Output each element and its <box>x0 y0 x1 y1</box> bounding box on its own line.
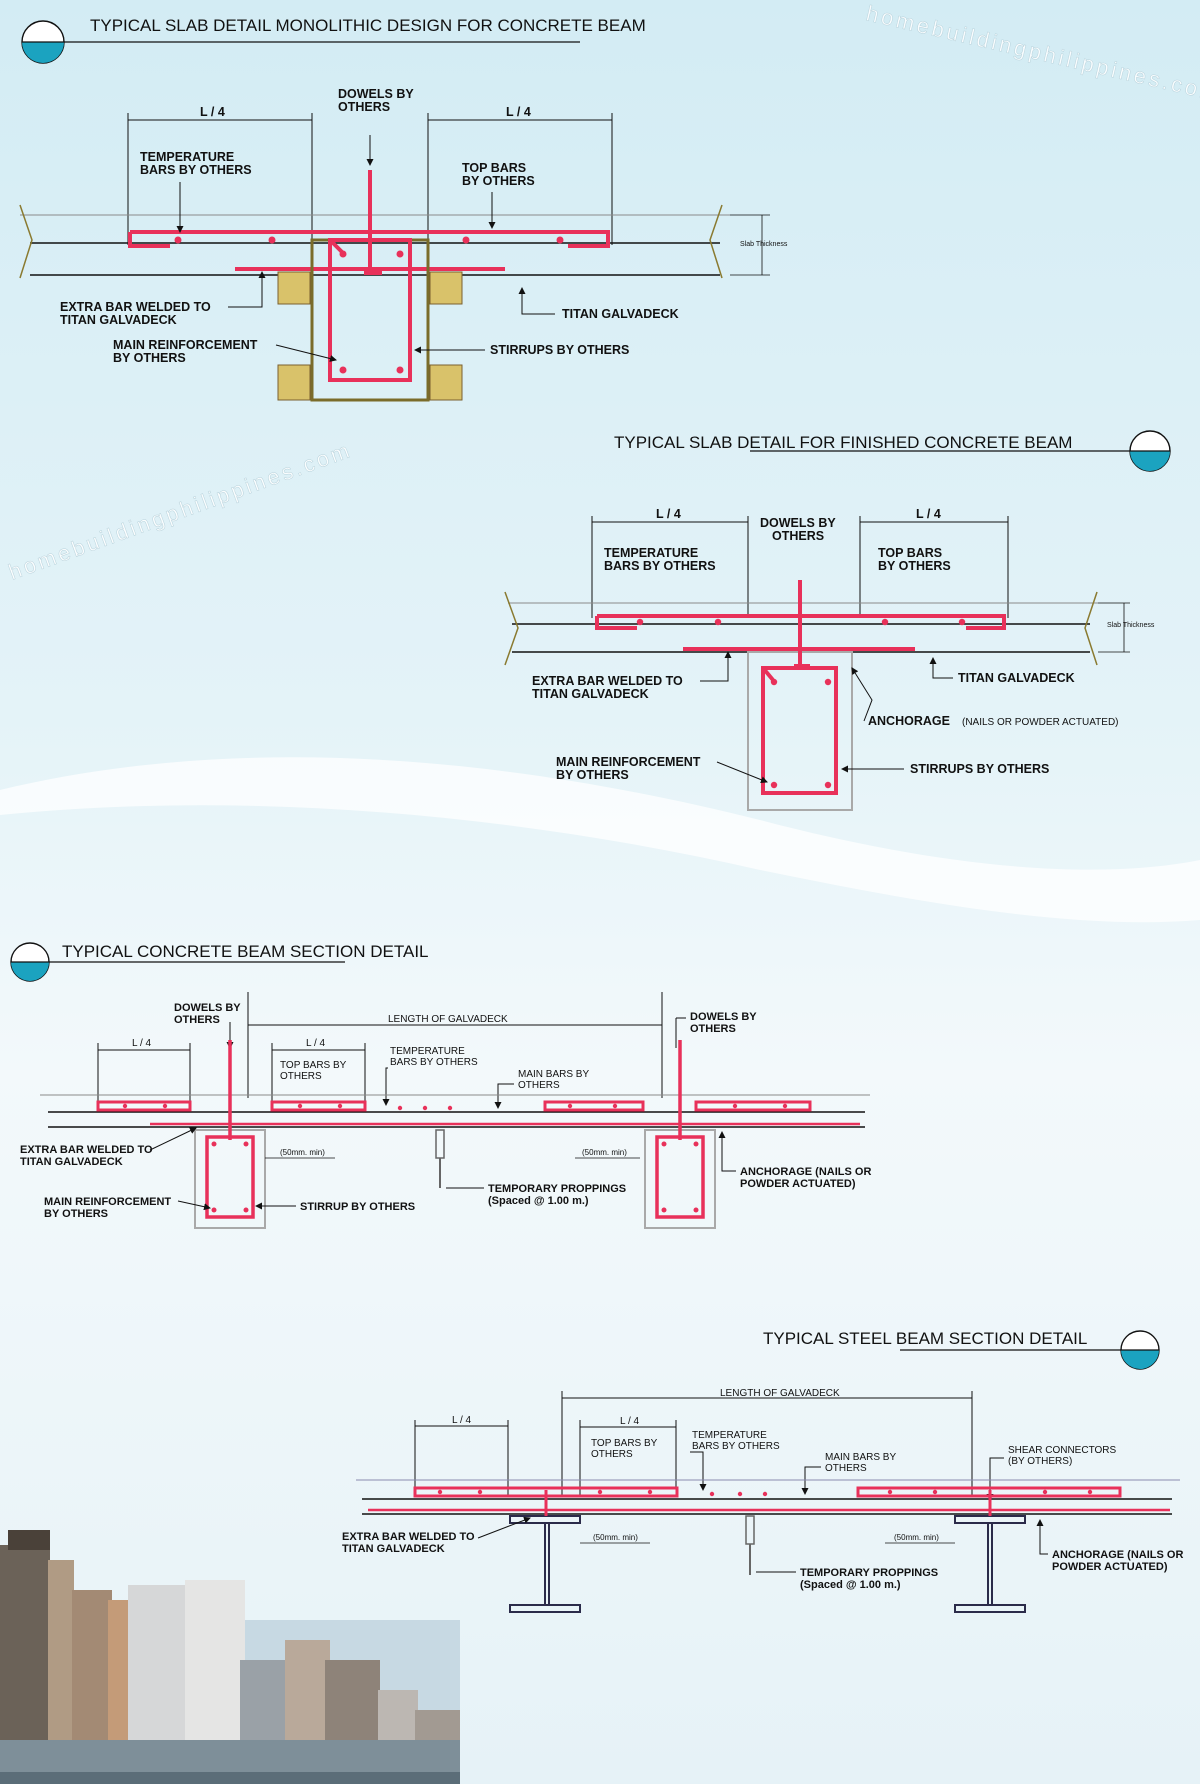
steel-i-beam-icon <box>509 1515 1026 1613</box>
label-temperature-bars: TEMPERATURE <box>692 1430 767 1441</box>
label-dowels: OTHERS <box>338 100 390 114</box>
watermark: homebuildingphilippines.com <box>864 1 1200 107</box>
title-badge-icon <box>21 20 65 64</box>
label-dowels: DOWELS BY <box>338 87 414 101</box>
label-min-bearing: (50mm. min) <box>894 1533 939 1542</box>
label-temperature-bars: BARS BY OTHERS <box>390 1057 478 1068</box>
label-main-reinforcement: BY OTHERS <box>113 351 186 365</box>
title-badge-icon <box>10 942 50 982</box>
label-main-bars: OTHERS <box>825 1463 867 1474</box>
label-extra-bar: TITAN GALVADECK <box>20 1156 123 1168</box>
label-anchorage: POWDER ACTUATED) <box>740 1178 856 1190</box>
dimension-label: L / 4 <box>306 1038 326 1049</box>
diagram-title: TYPICAL STEEL BEAM SECTION DETAIL <box>763 1329 1087 1348</box>
dimension-label: L / 4 <box>452 1415 472 1426</box>
dimension-label: L / 4 <box>200 105 225 119</box>
title-badge-icon <box>1120 1330 1160 1370</box>
label-length-galvadeck: LENGTH OF GALVADECK <box>720 1388 840 1399</box>
label-main-bars: MAIN BARS BY <box>825 1452 896 1463</box>
title-badge-icon <box>1129 430 1171 472</box>
label-min-bearing: (50mm. min) <box>280 1148 325 1157</box>
temporary-propping-icon <box>435 1129 445 1188</box>
diagram-title: TYPICAL CONCRETE BEAM SECTION DETAIL <box>62 942 429 961</box>
label-extra-bar: TITAN GALVADECK <box>532 687 649 701</box>
dimension-label: L / 4 <box>132 1038 152 1049</box>
diagram-steel-beam-section: TYPICAL STEEL BEAM SECTION DETAIL LENGTH… <box>342 1329 1183 1613</box>
label-temporary-proppings: (Spaced @ 1.00 m.) <box>488 1195 589 1207</box>
label-shear-connectors: (BY OTHERS) <box>1008 1456 1072 1467</box>
diagram-title: TYPICAL SLAB DETAIL MONOLITHIC DESIGN FO… <box>90 16 646 35</box>
label-top-bars: BY OTHERS <box>462 174 535 188</box>
dimension-label: L / 4 <box>620 1416 640 1427</box>
label-top-bars: TOP BARS <box>878 546 942 560</box>
slab-thickness-label: Slab Thickness <box>740 241 788 248</box>
label-temporary-proppings: TEMPORARY PROPPINGS <box>800 1567 938 1579</box>
label-dowels: OTHERS <box>174 1014 220 1026</box>
label-min-bearing: (50mm. min) <box>582 1148 627 1157</box>
label-anchorage: ANCHORAGE <box>868 714 950 728</box>
diagram-finished-concrete-beam: TYPICAL SLAB DETAIL FOR FINISHED CONCRET… <box>504 430 1171 811</box>
label-temporary-proppings: TEMPORARY PROPPINGS <box>488 1183 626 1195</box>
timber-formwork-icon <box>277 271 463 401</box>
dimension-label: L / 4 <box>656 507 681 521</box>
label-temperature-bars: BARS BY OTHERS <box>140 163 252 177</box>
diagram-concrete-beam-section: TYPICAL CONCRETE BEAM SECTION DETAIL DOW… <box>10 942 871 1229</box>
label-titan-galvadeck: TITAN GALVADECK <box>958 671 1075 685</box>
label-anchorage: ANCHORAGE (NAILS OR <box>1052 1549 1183 1561</box>
label-extra-bar: EXTRA BAR WELDED TO <box>20 1144 153 1156</box>
label-temperature-bars: TEMPERATURE <box>390 1046 465 1057</box>
label-dowels: OTHERS <box>690 1023 736 1035</box>
diagram-monolithic-concrete-beam: TYPICAL SLAB DETAIL MONOLITHIC DESIGN FO… <box>19 16 788 402</box>
label-main-reinforcement: BY OTHERS <box>556 768 629 782</box>
label-dowels: OTHERS <box>772 529 824 543</box>
diagram-title: TYPICAL SLAB DETAIL FOR FINISHED CONCRET… <box>614 433 1072 452</box>
label-extra-bar: EXTRA BAR WELDED TO <box>342 1531 475 1543</box>
label-stirrups: STIRRUPS BY OTHERS <box>490 343 629 357</box>
label-top-bars: TOP BARS <box>462 161 526 175</box>
label-top-bars: TOP BARS BY <box>280 1060 347 1071</box>
slab-thickness-label: Slab Thickness <box>1107 622 1155 629</box>
watermark: homebuildingphilippines.com <box>5 437 355 585</box>
label-extra-bar: EXTRA BAR WELDED TO <box>532 674 683 688</box>
label-top-bars: BY OTHERS <box>878 559 951 573</box>
temporary-propping-icon <box>745 1515 755 1575</box>
label-dowels: DOWELS BY <box>760 516 836 530</box>
label-anchorage: ANCHORAGE (NAILS OR <box>740 1166 871 1178</box>
label-temperature-bars: TEMPERATURE <box>604 546 698 560</box>
label-min-bearing: (50mm. min) <box>593 1533 638 1542</box>
label-top-bars: OTHERS <box>591 1449 633 1460</box>
label-anchorage-note: (NAILS OR POWDER ACTUATED) <box>962 717 1119 728</box>
label-extra-bar: EXTRA BAR WELDED TO <box>60 300 211 314</box>
label-main-reinforcement: MAIN REINFORCEMENT <box>556 755 701 769</box>
label-main-bars: MAIN BARS BY <box>518 1069 589 1080</box>
label-length-galvadeck: LENGTH OF GALVADECK <box>388 1014 508 1025</box>
label-temperature-bars: BARS BY OTHERS <box>604 559 716 573</box>
city-skyline-image <box>0 1530 460 1784</box>
label-extra-bar: TITAN GALVADECK <box>342 1543 445 1555</box>
label-stirrups: STIRRUPS BY OTHERS <box>910 762 1049 776</box>
label-top-bars: TOP BARS BY <box>591 1438 658 1449</box>
label-stirrup: STIRRUP BY OTHERS <box>300 1201 415 1213</box>
background-wave <box>0 757 1200 923</box>
label-dowels: DOWELS BY <box>174 1002 241 1014</box>
label-main-reinforcement: MAIN REINFORCEMENT <box>44 1196 171 1208</box>
label-extra-bar: TITAN GALVADECK <box>60 313 177 327</box>
label-temperature-bars: TEMPERATURE <box>140 150 234 164</box>
label-shear-connectors: SHEAR CONNECTORS <box>1008 1445 1116 1456</box>
label-titan-galvadeck: TITAN GALVADECK <box>562 307 679 321</box>
label-temperature-bars: BARS BY OTHERS <box>692 1441 780 1452</box>
label-main-reinforcement: BY OTHERS <box>44 1208 108 1220</box>
dimension-label: L / 4 <box>506 105 531 119</box>
dimension-label: L / 4 <box>916 507 941 521</box>
label-anchorage: POWDER ACTUATED) <box>1052 1561 1168 1573</box>
label-top-bars: OTHERS <box>280 1071 322 1082</box>
label-temporary-proppings: (Spaced @ 1.00 m.) <box>800 1579 901 1591</box>
label-dowels: DOWELS BY <box>690 1011 757 1023</box>
label-main-reinforcement: MAIN REINFORCEMENT <box>113 338 258 352</box>
label-main-bars: OTHERS <box>518 1080 560 1091</box>
